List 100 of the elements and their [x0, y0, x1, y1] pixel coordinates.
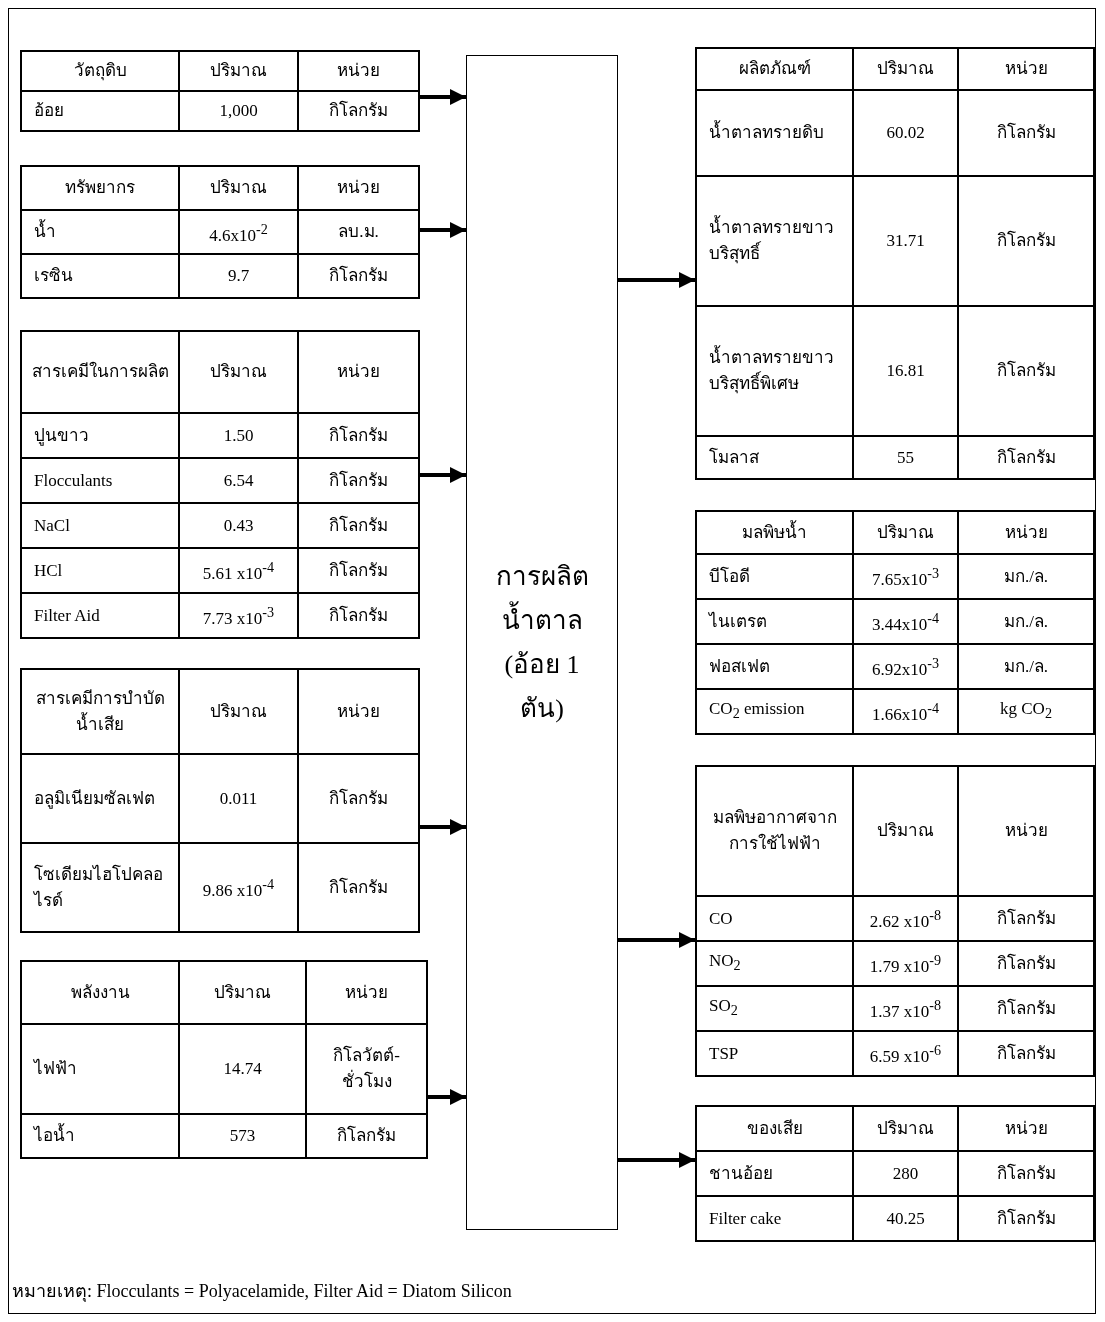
data-cell: กิโลกรัม [958, 436, 1094, 479]
data-cell: อลูมิเนียมซัลเฟต [21, 754, 179, 843]
data-table [695, 765, 1095, 1077]
data-cell: น้ำตาลทรายดิบ [696, 90, 853, 176]
data-table [20, 960, 428, 1159]
data-cell: CO$_{2}$ emission [696, 689, 853, 734]
header-cell: หน่วย [298, 669, 419, 754]
data-cell: เรซิน [21, 254, 179, 298]
data-cell: 0.43 [179, 503, 298, 548]
data-table [20, 50, 420, 132]
data-cell: SO$_{2}$ [696, 986, 853, 1031]
data-cell: บีโอดี [696, 554, 853, 599]
header-cell: ปริมาณ [179, 51, 298, 91]
data-table [20, 165, 420, 299]
header-cell: มลพิษน้ำ [696, 511, 853, 554]
data-cell: Flocculants [21, 458, 179, 503]
header-cell: ปริมาณ [179, 331, 298, 413]
data-table [695, 47, 1095, 480]
data-cell: 60.02 [853, 90, 958, 176]
data-cell: กิโลกรัม [306, 1114, 427, 1158]
data-cell: อ้อย [21, 91, 179, 131]
data-cell: kg CO$_{2}$ [958, 689, 1094, 734]
data-cell: กิโลกรัม [298, 593, 419, 638]
data-cell: กิโลกรัม [958, 986, 1094, 1031]
data-cell: 4.6x10$^{-2}$ [179, 210, 298, 254]
arrow [420, 467, 466, 483]
arrow [618, 1152, 695, 1168]
data-cell: 9.86 x10$^{-4}$ [179, 843, 298, 932]
data-cell: โซเดียมไฮโปคลอไรด์ [21, 843, 179, 932]
data-cell: กิโลกรัม [958, 176, 1094, 306]
data-cell: กิโลกรัม [298, 843, 419, 932]
data-cell: 14.74 [179, 1024, 306, 1114]
data-cell: 40.25 [853, 1196, 958, 1241]
data-cell: 1.66x10$^{-4}$ [853, 689, 958, 734]
data-cell: กิโลกรัม [298, 458, 419, 503]
data-cell: กิโลกรัม [298, 754, 419, 843]
data-cell: น้ำ [21, 210, 179, 254]
data-cell: กิโลวัตต์-ชั่วโมง [306, 1024, 427, 1114]
data-cell: กิโลกรัม [958, 941, 1094, 986]
header-cell: ของเสีย [696, 1106, 853, 1151]
header-cell: ทรัพยากร [21, 166, 179, 210]
data-cell: กิโลกรัม [298, 503, 419, 548]
data-cell: ลบ.ม. [298, 210, 419, 254]
header-cell: ปริมาณ [853, 1106, 958, 1151]
data-cell: น้ำตาลทรายขาวบริสุทธิ์ [696, 176, 853, 306]
data-cell: 1,000 [179, 91, 298, 131]
data-cell: 3.44x10$^{-4}$ [853, 599, 958, 644]
data-cell: 1.37 x10$^{-8}$ [853, 986, 958, 1031]
header-cell: มลพิษอากาศจากการใช้ไฟฟ้า [696, 766, 853, 896]
data-cell: กิโลกรัม [958, 1196, 1094, 1241]
data-cell: กิโลกรัม [298, 254, 419, 298]
data-cell: กิโลกรัม [958, 90, 1094, 176]
data-cell: 5.61 x10$^{-4}$ [179, 548, 298, 593]
data-cell: CO [696, 896, 853, 941]
data-cell: 0.011 [179, 754, 298, 843]
data-cell: กิโลกรัม [958, 306, 1094, 436]
data-cell: ไฟฟ้า [21, 1024, 179, 1114]
header-cell: หน่วย [958, 48, 1094, 90]
data-table [20, 330, 420, 639]
header-cell: หน่วย [298, 331, 419, 413]
header-cell: ปริมาณ [179, 961, 306, 1024]
data-cell: NaCl [21, 503, 179, 548]
data-cell: HCl [21, 548, 179, 593]
header-cell: พลังงาน [21, 961, 179, 1024]
arrow [428, 1089, 466, 1105]
data-cell: มก./ล. [958, 554, 1094, 599]
data-table [20, 668, 420, 933]
header-cell: หน่วย [306, 961, 427, 1024]
data-cell: 1.50 [179, 413, 298, 458]
data-cell: 6.54 [179, 458, 298, 503]
data-cell: กิโลกรัม [958, 1031, 1094, 1076]
data-cell: NO$_{2}$ [696, 941, 853, 986]
data-cell: 6.92x10$^{-3}$ [853, 644, 958, 689]
data-cell: 573 [179, 1114, 306, 1158]
header-cell: สารเคมีการบำบัดน้ำเสีย [21, 669, 179, 754]
data-cell: กิโลกรัม [958, 1151, 1094, 1196]
data-cell: ไนเตรต [696, 599, 853, 644]
data-cell: น้ำตาลทรายขาวบริสุทธิ์พิเศษ [696, 306, 853, 436]
header-cell: ปริมาณ [179, 166, 298, 210]
data-cell: 6.59 x10$^{-6}$ [853, 1031, 958, 1076]
arrow [618, 932, 695, 948]
data-cell: 31.71 [853, 176, 958, 306]
data-table [695, 510, 1095, 735]
data-cell: 7.65x10$^{-3}$ [853, 554, 958, 599]
data-cell: มก./ล. [958, 599, 1094, 644]
data-cell: โมลาส [696, 436, 853, 479]
data-cell: มก./ล. [958, 644, 1094, 689]
header-cell: หน่วย [958, 511, 1094, 554]
header-cell: ปริมาณ [853, 511, 958, 554]
arrow [618, 272, 695, 288]
header-cell: หน่วย [298, 51, 419, 91]
header-cell: วัตถุดิบ [21, 51, 179, 91]
data-cell: ไอน้ำ [21, 1114, 179, 1158]
header-cell: หน่วย [958, 766, 1094, 896]
arrow [420, 89, 466, 105]
data-cell: 55 [853, 436, 958, 479]
header-cell: สารเคมีในการผลิต [21, 331, 179, 413]
data-cell: กิโลกรัม [298, 91, 419, 131]
data-cell: Filter cake [696, 1196, 853, 1241]
data-cell: 1.79 x10$^{-9}$ [853, 941, 958, 986]
